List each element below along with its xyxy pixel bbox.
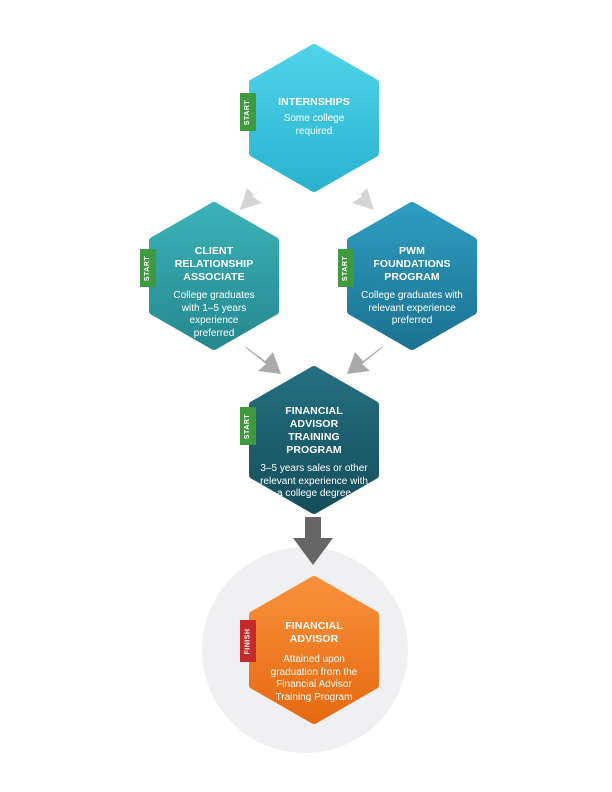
arrow-pwm-to-fatp xyxy=(347,346,383,374)
node-fatp-desc: 3–5 years sales or other relevant experi… xyxy=(260,463,368,499)
start-tag-pwm-label: START xyxy=(342,255,350,281)
arrow-fatp-to-fa xyxy=(293,517,333,565)
arrow-internships-to-cra xyxy=(240,180,272,210)
node-fa-title: FINANCIAL ADVISOR xyxy=(285,620,343,645)
hex-financial-advisor xyxy=(249,576,379,724)
node-fa: FINANCIAL ADVISOR Attained upon graduati… xyxy=(260,620,368,704)
start-tag-cra-label: START xyxy=(144,255,152,281)
node-fa-desc: Attained upon graduation from the Financ… xyxy=(270,654,358,703)
arrow-internships-to-pwm xyxy=(342,180,374,210)
hex-financial-advisor-training xyxy=(249,366,379,514)
node-pwm: PWM FOUNDATIONS PROGRAM College graduate… xyxy=(360,245,464,328)
hex-pwm-foundations xyxy=(347,202,477,350)
start-tag-pwm: START xyxy=(338,249,354,287)
start-tag-internships-label: START xyxy=(244,99,252,125)
hex-internships xyxy=(249,44,379,192)
start-tag-internships: START xyxy=(240,93,256,131)
arrow-cra-to-fatp xyxy=(245,346,281,374)
node-cra-title: CLIENT RELATIONSHIP ASSOCIATE xyxy=(174,245,254,283)
hex-client-relationship-associate xyxy=(149,202,279,350)
node-pwm-title: PWM FOUNDATIONS PROGRAM xyxy=(373,245,451,283)
node-fatp-title: FINANCIAL ADVISOR TRAINING PROGRAM xyxy=(285,405,343,456)
node-internships-desc: Some college required xyxy=(283,113,345,137)
node-internships-title: INTERNSHIPS xyxy=(278,96,350,108)
start-tag-fatp-label: START xyxy=(244,413,252,439)
start-tag-cra: START xyxy=(140,249,156,287)
node-cra-desc: College graduates with 1–5 years experie… xyxy=(173,290,255,339)
start-tag-fatp: START xyxy=(240,407,256,445)
node-pwm-desc: College graduates with relevant experien… xyxy=(361,290,463,326)
finish-tag-fa-label: FINISH xyxy=(244,628,252,654)
node-fatp: FINANCIAL ADVISOR TRAINING PROGRAM 3–5 y… xyxy=(259,405,369,501)
node-cra: CLIENT RELATIONSHIP ASSOCIATE College gr… xyxy=(162,245,266,340)
finish-tag-fa: FINISH xyxy=(240,620,256,662)
node-internships: INTERNSHIPS Some college required xyxy=(264,96,364,138)
